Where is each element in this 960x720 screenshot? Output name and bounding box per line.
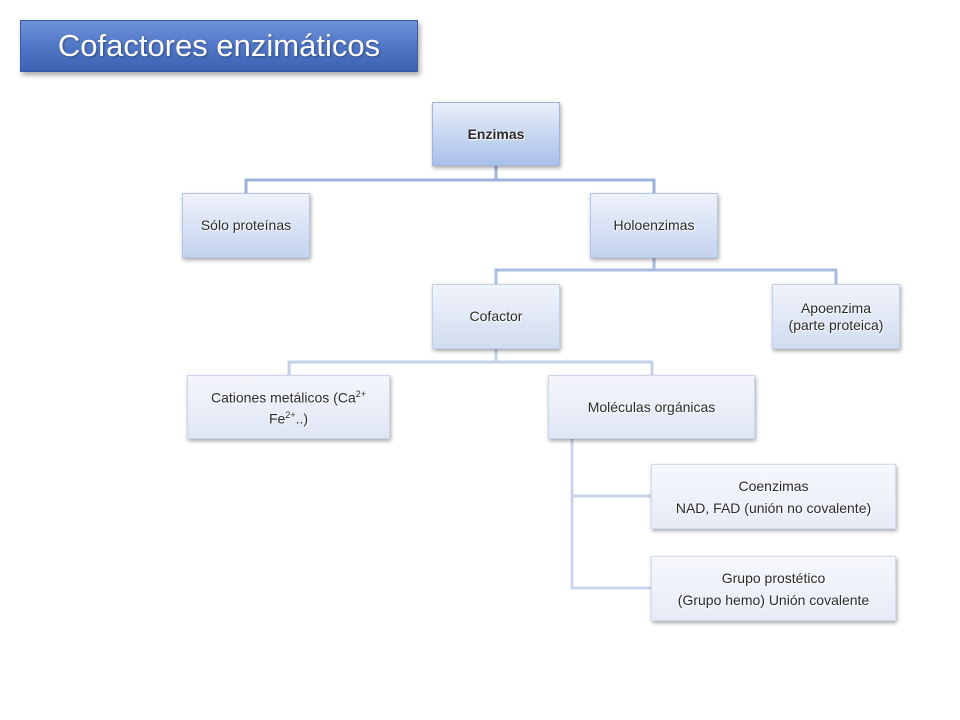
connector-holoenzimas-children (494, 258, 838, 284)
connector-cofactor-children (287, 349, 654, 375)
node-apoenzima: Apoenzima (parte proteica) (772, 284, 900, 349)
node-solo-proteinas: Sólo proteínas (182, 193, 310, 258)
cationes-sup1: 2+ (355, 389, 366, 400)
slide-title: Cofactores enzimáticos (20, 20, 418, 72)
connector-enzimas-children (244, 166, 656, 193)
apoenzima-line1: Apoenzima (800, 299, 872, 316)
cationes-line1: Cationes metálicos (Ca2+ (211, 386, 366, 407)
grupo-prostetico-line2: (Grupo hemo) Unión covalente (677, 591, 870, 608)
cationes-text2: Fe (268, 410, 286, 427)
connector-moleculas-children (570, 439, 651, 590)
coenzimas-line2: NAD, FAD (unión no covalente) (675, 499, 872, 516)
coenzimas-line1: Coenzimas (738, 477, 809, 494)
node-moleculas-organicas: Moléculas orgánicas (548, 375, 755, 439)
cationes-line2: Fe2+..) (269, 407, 308, 428)
grupo-prostetico-line1: Grupo prostético (721, 569, 826, 586)
node-grupo-prostetico: Grupo prostético (Grupo hemo) Unión cova… (651, 556, 896, 621)
cationes-text1: Cationes metálicos (Ca (211, 390, 356, 406)
cationes-text3: ..) (295, 410, 309, 427)
node-enzimas: Enzimas (432, 102, 560, 166)
node-cofactor: Cofactor (432, 284, 560, 349)
node-cationes-metalicos: Cationes metálicos (Ca2+ Fe2+..) (187, 375, 390, 439)
node-holoenzimas: Holoenzimas (590, 193, 718, 258)
cationes-sup2: 2+ (285, 410, 296, 420)
apoenzima-line2: (parte proteica) (788, 316, 884, 333)
node-coenzimas: Coenzimas NAD, FAD (unión no covalente) (651, 464, 896, 529)
